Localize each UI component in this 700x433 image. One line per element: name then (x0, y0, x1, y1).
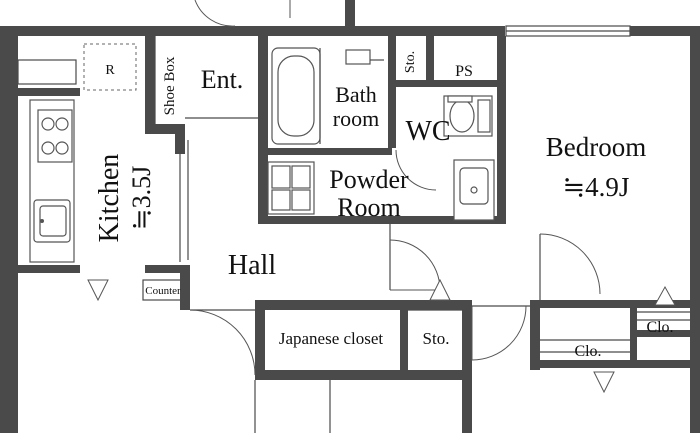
door-swings (87, 0, 676, 394)
powder-room-label-line1: Powder (329, 165, 409, 194)
japanese-closet-label: Japanese closet (279, 329, 384, 348)
hall-label: Hall (228, 250, 276, 281)
windows-and-thin-lines (17, 25, 690, 433)
kitchen-size-label: ≒3.5J (127, 166, 156, 230)
closet-label-b: Clo. (574, 343, 601, 360)
kitchen-label: Kitchen (94, 154, 125, 243)
bedroom-size-label: ≒4.9J (563, 172, 630, 202)
bedroom-label: Bedroom (546, 132, 647, 162)
fixtures (29, 43, 495, 263)
refrigerator-space (83, 43, 137, 91)
faucet-icon (345, 49, 371, 65)
counter-box (142, 279, 182, 301)
stove-icon (37, 109, 73, 163)
bathroom-label-line1: Bath (335, 82, 377, 107)
refrigerator-label: R (105, 63, 115, 78)
pipe-space-label: PS (455, 63, 473, 80)
shoe-box-label: Shoe Box (162, 56, 178, 115)
storage-label: Sto. (423, 329, 450, 348)
counter-label: Counter (145, 285, 181, 297)
entrance-label: Ent. (201, 65, 244, 94)
bathroom-label-line2: room (333, 106, 379, 131)
closet-label-a: Clo. (646, 319, 673, 336)
wc-label: WC (405, 116, 450, 147)
powder-room-label-line2: Room (337, 193, 401, 222)
room-labels: R Shoe Box Ent. Bath room Sto. PS WC Bed… (94, 51, 674, 360)
small-storage-label: Sto. (403, 51, 418, 73)
